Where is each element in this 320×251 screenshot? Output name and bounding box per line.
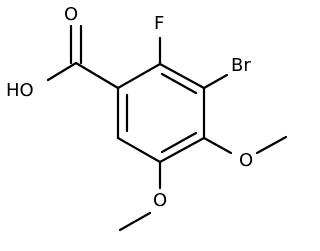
- bond-carboxyl-hydroxyl: [46, 61, 78, 82]
- double-bond-inner-c2-c3: [160, 72, 198, 95]
- bond-c3-bromine: [202, 73, 229, 90]
- fluorine-substituent: F: [154, 13, 164, 66]
- carbonyl-oxygen-label: O: [64, 4, 78, 25]
- carboxylic-acid-group: O HO: [6, 4, 120, 101]
- methoxy-group-4: O: [202, 135, 288, 171]
- benzene-ring: [116, 62, 206, 164]
- double-bond-inner-c4-c5: [160, 131, 198, 154]
- bond-c1-c2: [116, 62, 162, 90]
- hydroxyl-label: HO: [6, 80, 34, 101]
- fluorine-label: F: [154, 13, 164, 34]
- bromine-label: Br: [231, 55, 251, 76]
- bond-oxygen-methyl-5: [118, 211, 152, 232]
- methoxy-oxygen-4-label: O: [239, 150, 253, 171]
- methoxy-group-5: O: [118, 160, 167, 232]
- chemical-structure: O HO F Br O O: [6, 4, 288, 232]
- bond-c1-carboxyl-carbon: [74, 61, 120, 90]
- bond-c2-c3: [158, 62, 206, 90]
- methoxy-oxygen-5-label: O: [153, 190, 167, 211]
- bond-oxygen-methyl-4: [255, 135, 288, 155]
- bond-c5-c6: [116, 136, 162, 164]
- bond-c4-c5: [158, 136, 206, 164]
- bromine-substituent: Br: [202, 55, 251, 90]
- bond-c4-oxygen: [202, 136, 233, 155]
